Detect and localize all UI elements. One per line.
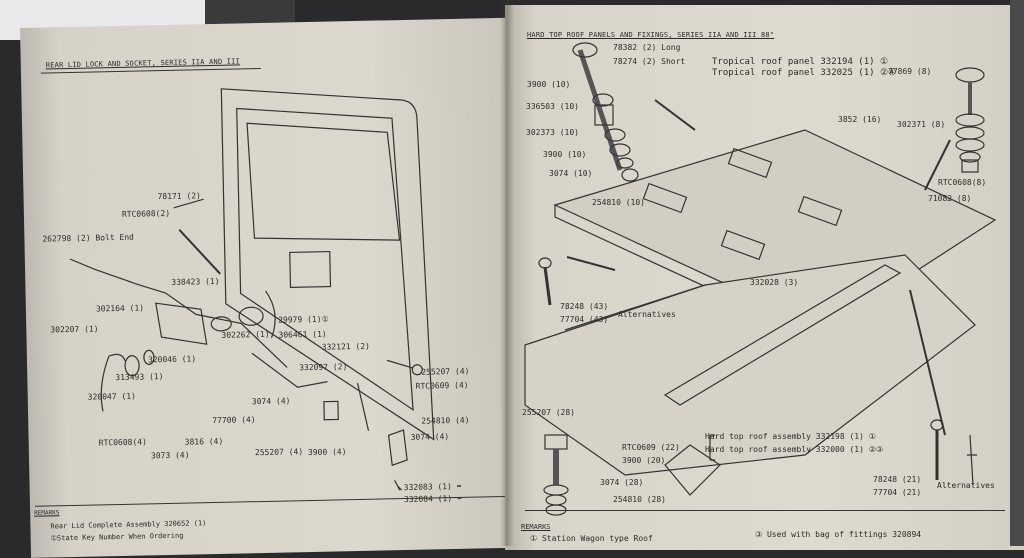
part-label: 77700 (4) <box>212 415 256 426</box>
part-label: 262798 (2) Bolt End <box>42 232 135 244</box>
part-label: Hard top roof assembly 332198 (1) ① <box>705 432 876 441</box>
part-label: 3074 (10) <box>549 169 593 178</box>
left-page: REAR LID LOCK AND SOCKET, SERIES IIA AND… <box>20 17 519 558</box>
part-label: 332121 (2) <box>321 341 371 352</box>
part-label: 254810 (28) <box>613 495 666 504</box>
part-label: 320046 (1) <box>147 354 197 365</box>
part-label: Alternatives <box>937 481 995 490</box>
part-label: 71082 (8) <box>928 194 972 203</box>
part-label: 255207 (4) <box>254 447 304 458</box>
part-label: 332028 (3) <box>750 278 799 287</box>
part-label: 254810 (10) <box>592 198 645 207</box>
part-label: 255207 (4) <box>421 366 470 377</box>
part-label: 78171 (2) <box>157 191 202 202</box>
part-label: 3816 (4) <box>184 436 224 447</box>
part-label: 338423 (1) <box>171 276 220 287</box>
part-label: Hard top roof assembly 332000 (1) ②③ <box>705 445 884 454</box>
part-label: 3900 (4) <box>307 447 347 458</box>
part-label: 332084 (1) ⬅ <box>403 493 462 505</box>
part-label: Tropical roof panel 332194 (1) ① <box>712 57 889 67</box>
part-label: 3852 (16) <box>838 115 882 124</box>
part-label: 78382 (2) Long <box>613 43 681 52</box>
part-label: 306461 (1) <box>278 329 327 340</box>
part-label: 3074 (4) <box>251 396 291 407</box>
part-label: 254810 (4) <box>421 415 470 426</box>
part-label: 77704 (43) <box>560 315 609 324</box>
part-label: 78248 (43) <box>560 302 609 311</box>
part-label: 302373 (10) <box>526 128 579 137</box>
part-label: 320047 (1) <box>87 391 137 402</box>
part-label: 255207 (28) <box>522 408 575 417</box>
part-label: 3900 (10) <box>527 80 571 89</box>
part-label: 3074 (28) <box>600 478 644 487</box>
part-label: 313493 (1) <box>115 372 164 383</box>
right-page-title: HARD TOP ROOF PANELS AND FIXINGS, SERIES… <box>527 31 775 39</box>
part-label: RTC0608(8) <box>938 178 987 187</box>
hard-top-diagram <box>524 42 997 516</box>
rear-lid-diagram <box>69 88 435 491</box>
part-label: 336503 (10) <box>526 102 579 111</box>
part-label: 3900 (20) <box>622 456 666 465</box>
part-label: 302207 (1) <box>50 324 99 335</box>
part-label: 78248 (21) <box>873 475 922 484</box>
part-label: 78274 (2) Short <box>613 57 686 66</box>
book-spine <box>500 0 514 546</box>
part-label: 302262 (1) <box>221 329 270 340</box>
right-page: HARD TOP ROOF PANELS AND FIXINGS, SERIES… <box>505 5 1024 550</box>
part-label: 332097 (2) <box>299 362 348 373</box>
part-label: 77704 (21) <box>873 488 922 497</box>
remark: ③ Used with bag of fittings 320894 <box>755 530 922 539</box>
remark: ① Station Wagon type Roof <box>530 534 653 543</box>
part-label: 3074 (4) <box>410 432 450 442</box>
page-edge <box>1010 0 1024 546</box>
part-label: 302164 (1) <box>95 303 145 314</box>
part-label: 3073 (4) <box>150 450 190 461</box>
remarks-rule <box>525 510 1005 511</box>
part-label: 332083 (1) ➦ <box>403 481 462 493</box>
part-label: RTC0609 (22) <box>622 443 680 452</box>
part-label: 29979 (1)① <box>278 314 329 325</box>
part-label: Alternatives <box>618 310 676 319</box>
remarks-heading: REMARKS <box>521 523 551 531</box>
part-label: 302371 (8) <box>897 120 946 129</box>
part-label: Tropical roof panel 332025 (1) ②④ <box>712 68 897 78</box>
part-label: 77869 (8) <box>888 67 932 76</box>
part-label: 3900 (10) <box>543 150 587 159</box>
part-label: RTC0609 (4) <box>415 380 469 391</box>
part-label: RTC0608(4) <box>98 437 147 448</box>
part-label: RTC0608(2) <box>121 208 171 219</box>
remarks-heading: REMARKS <box>34 509 60 517</box>
